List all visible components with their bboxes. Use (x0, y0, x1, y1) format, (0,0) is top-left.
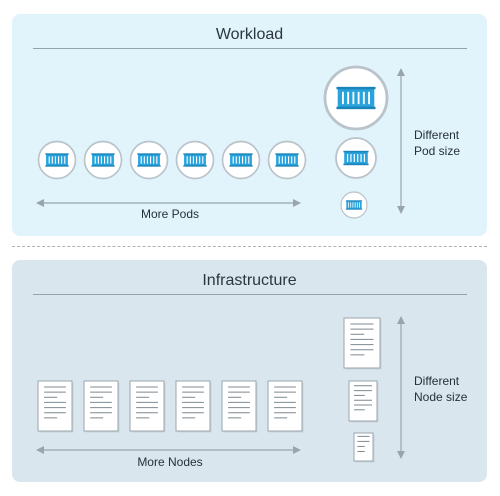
node-size-label-line1: Different (414, 374, 460, 388)
node-icon-4 (175, 380, 212, 433)
pod-icon-2 (83, 140, 123, 180)
infrastructure-title: Infrastructure (202, 272, 297, 289)
node-icon-3 (129, 380, 166, 433)
node-icon-6 (267, 380, 304, 433)
node-icon-5 (221, 380, 258, 433)
pod-size-label-line1: Different (414, 128, 460, 142)
pod-icon-large (323, 65, 389, 131)
pod-icon-1 (37, 140, 77, 180)
workload-title: Workload (215, 26, 284, 43)
node-icon-large (343, 317, 382, 370)
node-size-label-line2: Node size (414, 390, 468, 404)
section-divider (12, 246, 487, 247)
node-icon-medium (348, 380, 379, 423)
infrastructure-panel: Infrastructure (12, 260, 487, 482)
infrastructure-title-rule (33, 294, 467, 295)
node-icon-1 (37, 380, 74, 433)
node-icon-small (353, 432, 375, 463)
pod-icon-medium (335, 137, 377, 179)
pod-icon-6 (267, 140, 307, 180)
pod-icon-3 (129, 140, 169, 180)
node-icon-2 (83, 380, 120, 433)
more-nodes-label: More Nodes (137, 455, 203, 469)
pod-icon-5 (221, 140, 261, 180)
pod-icon-small (340, 191, 368, 219)
workload-title-rule (33, 48, 467, 49)
pod-size-label-line2: Pod size (414, 144, 461, 158)
more-pods-label: More Pods (140, 207, 200, 221)
pod-icon-4 (175, 140, 215, 180)
